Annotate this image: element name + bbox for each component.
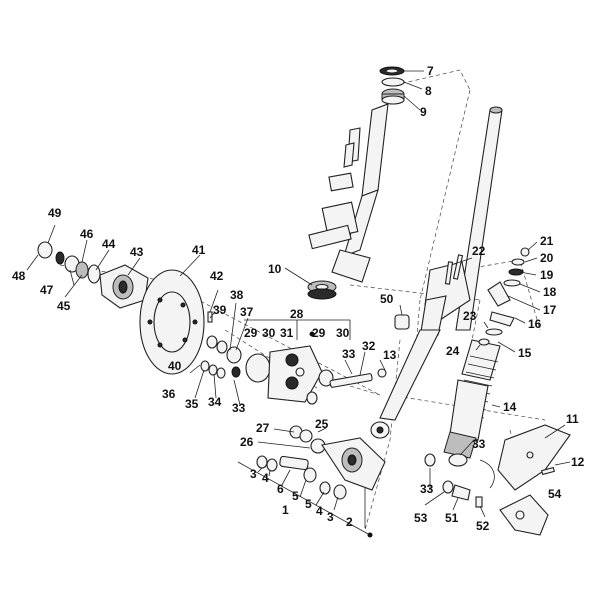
callout-5-right: 5 [305,497,312,511]
callout-52: 52 [476,519,490,533]
callout-30-left: 30 [262,326,276,340]
brake-disc [139,269,205,375]
callout-2: 2 [346,515,353,529]
callout-13: 13 [383,348,397,362]
callout-4-right: 4 [316,504,323,518]
callout-49: 49 [48,206,62,220]
callout-5-left: 5 [292,489,299,503]
callout-38: 38 [230,288,244,302]
callout-41: 41 [192,243,206,257]
callout-33-shock: 33 [472,437,486,451]
callout-29-left: 29 [244,326,258,340]
callout-44: 44 [102,237,116,251]
callout-23: 23 [463,309,477,323]
swing-arm-parts [256,425,386,500]
callout-36: 36 [162,387,176,401]
callout-33-seal: 33 [232,401,246,415]
callout-26: 26 [240,435,254,449]
callout-33-caliper: 33 [342,347,356,361]
fork-cover [497,424,571,491]
callout-45: 45 [57,299,71,313]
shock-absorber [443,339,501,467]
callout-50: 50 [380,292,394,306]
callout-1: 1 [282,503,289,517]
callout-8: 8 [425,84,432,98]
bolt-22 [444,261,454,285]
callout-16: 16 [528,317,542,331]
headset-bearings [379,66,405,105]
callout-18: 18 [543,285,557,299]
callout-28: 28 [290,307,304,321]
callout-48: 48 [12,269,26,283]
callout-4-left: 4 [262,471,269,485]
callout-34: 34 [208,395,222,409]
callout-37: 37 [240,305,254,319]
callout-3-left: 3 [250,467,257,481]
callout-30-right: 30 [336,326,350,340]
callout-51: 51 [445,511,459,525]
callout-29-right: 29 [312,326,326,340]
callout-54: 54 [548,487,562,501]
fork-leg [370,106,503,439]
callout-25: 25 [315,417,329,431]
callout-6: 6 [277,482,284,496]
callout-24: 24 [446,344,460,358]
callout-17: 17 [543,303,557,317]
brake-caliper [245,345,373,405]
callout-19: 19 [540,268,554,282]
callout-40: 40 [168,359,182,373]
wheel-hub [99,264,149,309]
steering-tube [308,103,389,283]
callout-12: 12 [571,455,585,469]
callout-47: 47 [40,283,54,297]
brake-bracket [499,494,549,536]
callout-10: 10 [268,262,282,276]
callout-31: 31 [280,326,294,340]
callout-39: 39 [213,303,227,317]
lower-right-fasteners [424,453,495,508]
caliper-side-seals [200,311,242,379]
lower-bearing-10 [307,280,337,300]
callout-labels: 7 8 9 10 11 12 13 14 15 16 17 18 19 20 2… [12,64,585,533]
callout-15: 15 [518,346,532,360]
leader-lines [26,70,571,538]
callout-42: 42 [210,269,224,283]
callout-9: 9 [420,105,427,119]
callout-3-right: 3 [327,510,334,524]
callout-32: 32 [362,339,376,353]
callout-20: 20 [540,251,554,265]
callout-27: 27 [256,421,270,435]
callout-35: 35 [185,397,199,411]
callout-33-lower: 33 [420,482,434,496]
callout-53: 53 [414,511,428,525]
callout-7: 7 [427,64,434,78]
callout-22: 22 [472,244,486,258]
callout-46: 46 [80,227,94,241]
nut-13 [377,368,387,378]
hub-washers [37,241,101,284]
callout-14: 14 [503,400,517,414]
callout-11: 11 [566,412,579,426]
callout-21: 21 [540,234,554,248]
callout-43: 43 [130,245,144,259]
bushing-50 [394,314,410,330]
shock-top-mount [452,247,530,346]
